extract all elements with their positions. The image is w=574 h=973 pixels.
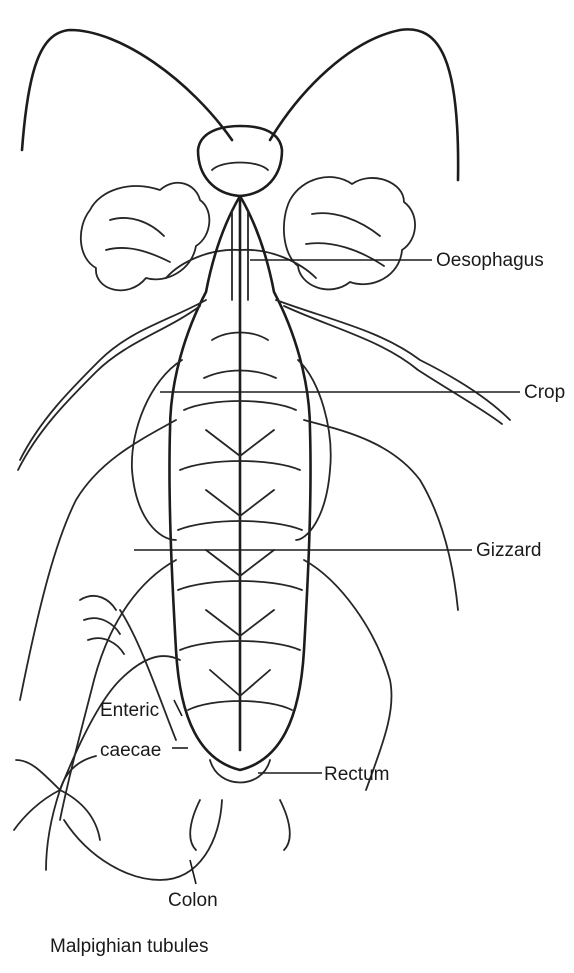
label-colon: Colon <box>168 890 218 911</box>
label-enteric-line1: Enteric <box>100 700 159 721</box>
head <box>198 126 282 196</box>
label-malpighian: Malpighian tubules <box>50 936 208 957</box>
alimentary-canal <box>232 196 248 750</box>
legs <box>18 300 510 820</box>
label-crop: Crop <box>524 382 565 403</box>
label-oesophagus: Oesophagus <box>436 250 544 271</box>
label-rectum: Rectum <box>324 764 389 785</box>
label-gizzard: Gizzard <box>476 540 541 561</box>
antennae <box>22 29 458 180</box>
label-enteric-line2: caecae <box>100 740 161 761</box>
leader-lines <box>134 260 520 884</box>
